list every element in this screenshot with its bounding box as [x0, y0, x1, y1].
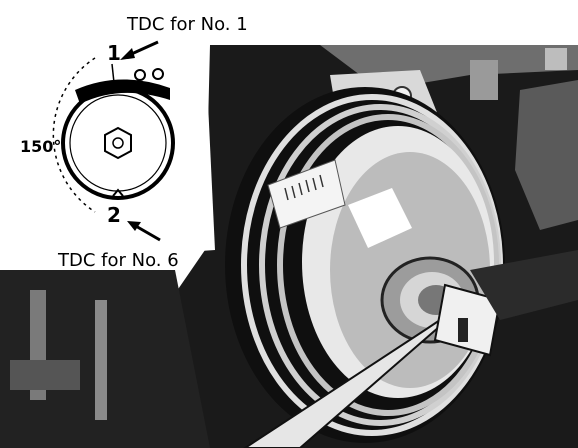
- block-bolt-top: [545, 48, 567, 70]
- tdc-no1-caption: TDC for No. 1: [126, 14, 248, 35]
- timing-tab: [267, 159, 346, 229]
- machinery-plate: [10, 360, 80, 390]
- pulley-notch-marker: [348, 188, 412, 248]
- wrench-detail: [458, 318, 468, 342]
- block-bracket: [470, 60, 498, 100]
- timing-scale-marks: [284, 174, 324, 201]
- diagram-bottom-notch: [112, 188, 124, 197]
- mark-1-pointer: [111, 63, 116, 93]
- mark-2-label: 2: [107, 203, 121, 227]
- frame-rail: [470, 250, 578, 320]
- diagram-bolt-hole-2: [152, 68, 164, 80]
- block-highlight-right: [515, 80, 578, 230]
- tdc-no6-arrow: [127, 221, 161, 242]
- pulley-groove-3: [277, 114, 499, 416]
- tdc-no6-caption: TDC for No. 6: [57, 250, 179, 271]
- outer-scale-arc: [52, 57, 96, 213]
- diagram-bolt-hole-1: [134, 69, 146, 81]
- mark-1-label: 1: [107, 41, 121, 65]
- diagram-hex-nut: [104, 126, 132, 160]
- diagram-timing-band: [75, 79, 170, 104]
- machinery-rod-2: [95, 300, 107, 420]
- tdc-no1-arrow: [120, 40, 159, 60]
- angle-label: 150°: [20, 137, 61, 156]
- diagram-nut-center: [112, 137, 124, 149]
